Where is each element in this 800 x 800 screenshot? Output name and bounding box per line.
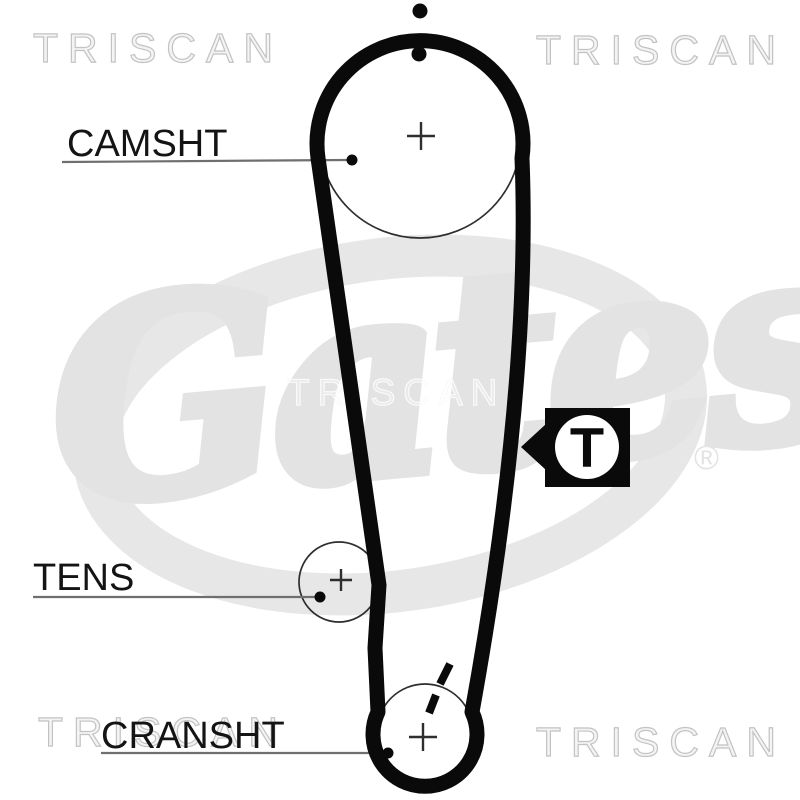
watermark-triscan-bottom-left: TRISCAN: [37, 709, 288, 755]
timing-belt: [309, 33, 531, 794]
crankshaft-timing-dash-2: [425, 693, 440, 715]
camshaft-center-cross: [407, 122, 435, 150]
label-tensioner: TENS: [33, 557, 134, 599]
crankshaft-timing-dash-1: [436, 662, 454, 686]
crankshaft-center-cross: [409, 723, 437, 751]
watermark-triscan-top-left: TRISCAN: [32, 25, 283, 71]
watermark-triscan-bottom-right: TRISCAN: [535, 719, 786, 765]
t-marker-circle: [555, 415, 619, 479]
watermark-triscan-middle: TRISCAN: [286, 372, 506, 413]
tension-marker: T: [521, 408, 630, 487]
t-marker-letter: T: [570, 416, 604, 479]
registered-trademark-icon: ®: [694, 439, 720, 477]
label-camshaft: CAMSHT: [67, 123, 227, 165]
watermark-triscan-top-right: TRISCAN: [535, 27, 786, 73]
camshaft-timing-dot-upper: [412, 3, 428, 19]
tensioner-center-cross: [330, 569, 352, 591]
gates-logo-oval-path: [72, 234, 708, 616]
tensioner-leader-dot: [314, 591, 326, 603]
camshaft-leader-line: [61, 158, 350, 164]
camshaft-timing-dot-lower: [411, 46, 427, 62]
left-arrow-icon: [521, 424, 546, 470]
camshaft-leader-dot: [346, 154, 358, 166]
label-crankshaft: CRANSHT: [101, 715, 285, 757]
